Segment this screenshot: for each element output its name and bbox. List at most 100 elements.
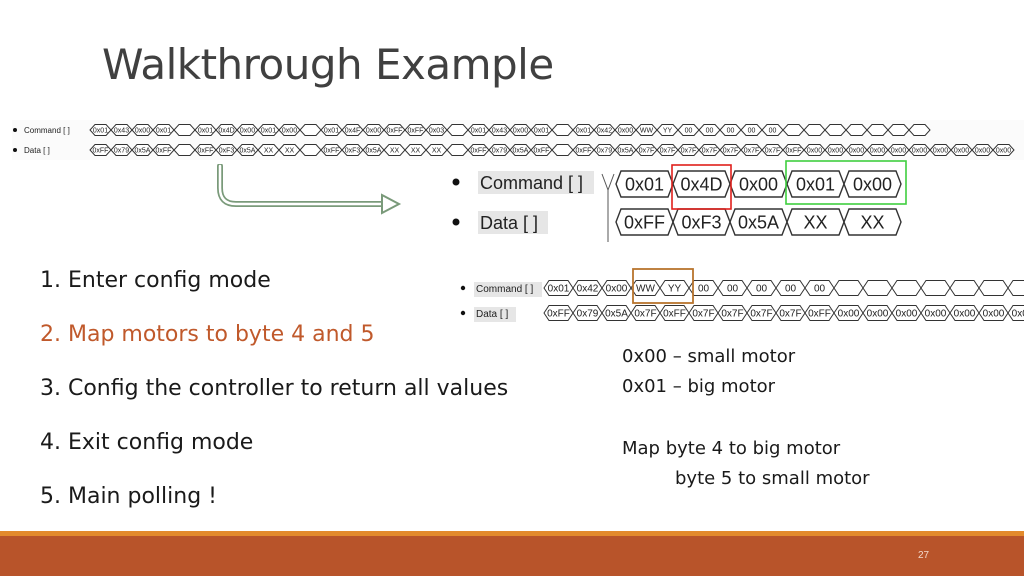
bus-cell-shape: [887, 124, 910, 136]
bus-cell-shape: [1007, 305, 1024, 321]
bus-cell-value: YY: [668, 284, 682, 295]
overview-command-trace-cell: 0x00: [131, 124, 154, 136]
legend-map-byte5: byte 5 to small motor: [675, 468, 870, 489]
legend-small-motor: 0x00 – small motor: [622, 346, 796, 367]
poll-data-trace-cell: 0x79: [572, 305, 603, 321]
bus-cell-value: 0x01: [93, 128, 108, 135]
step-2: 2. Map motors to byte 4 and 5: [40, 322, 375, 347]
pointer-arrow-icon: [217, 164, 402, 215]
bus-cell-value: 0x7F: [639, 148, 655, 155]
bus-cell-value: 00: [748, 128, 756, 135]
bus-cell-value: 0x43: [114, 128, 129, 135]
overview-command-trace-cell: 0x01: [257, 124, 280, 136]
poll-command-trace-cell: [978, 280, 1009, 296]
bus-cell-value: 0x00: [996, 148, 1011, 155]
zoom-command-trace-cell: 0x00: [729, 170, 788, 198]
bus-cell-value: 0x01: [625, 174, 664, 194]
bus-cell-value: 0x01: [576, 128, 591, 135]
bus-cell-shape: [551, 124, 574, 136]
bullet-icon: [460, 310, 466, 316]
bus-cell-value: YY: [663, 128, 673, 135]
poll-command-trace-cell: 00: [717, 280, 748, 296]
bus-cell-value: 0x00: [896, 309, 918, 320]
bus-cell-shape: [992, 144, 1015, 156]
bus-cell-value: 0x00: [618, 128, 633, 135]
bullet-icon: [13, 148, 17, 152]
bus-cell-value: 0x00: [828, 148, 843, 155]
poll-data-trace-cell: 0x00: [978, 305, 1009, 321]
bus-cell-value: 0x4F: [345, 128, 361, 135]
bullet-icon: [460, 285, 466, 291]
bus-cell-value: 0x00: [954, 309, 976, 320]
zoom-data-trace-cell: XX: [786, 208, 845, 236]
bus-cell-value: XX: [432, 148, 442, 155]
bus-cell-value: 0x00: [513, 128, 528, 135]
zoom-data-trace-cell: 0xFF: [615, 208, 674, 236]
bus-cell-value: 0x7F: [660, 148, 676, 155]
bus-cell-value: 0x01: [534, 128, 549, 135]
poll-command-trace-cell: 00: [804, 280, 835, 296]
poll-command-label: Command [ ]: [476, 284, 533, 295]
overview-data-trace-cell: [551, 144, 574, 156]
bus-cell-value: 0x01: [324, 128, 339, 135]
bus-cell-value: 0x42: [597, 128, 612, 135]
overview-data-trace-cell: 0x7F: [635, 144, 658, 156]
bus-cell-value: 0x01: [471, 128, 486, 135]
bus-cell-value: 0x7F: [634, 309, 656, 320]
overview-data-trace-cell: 0xFF: [572, 144, 595, 156]
poll-data-trace-cell: 0x00: [949, 305, 980, 321]
footer-accent-line: [0, 531, 1024, 536]
bus-cell-shape: [908, 124, 931, 136]
bus-cell-value: 0xFF: [624, 212, 665, 232]
bus-cell-value: 0x03: [429, 128, 444, 135]
overview-data-trace-cell: 0x00: [950, 144, 973, 156]
overview-data-trace-cell: 0xFF: [782, 144, 805, 156]
bus-cell-value: 0x5A: [240, 148, 256, 155]
bus-cell-value: 0x00: [912, 148, 927, 155]
overview-data-trace-cell: 0x7F: [719, 144, 742, 156]
overview-data-trace-cell: 0x79: [593, 144, 616, 156]
bus-cell-value: XX: [390, 148, 400, 155]
bus-cell-value: 0xFF: [663, 309, 686, 320]
bullet-icon: [452, 178, 460, 186]
overview-data-trace-cell: 0x7F: [677, 144, 700, 156]
bus-cell-value: 0xFF: [387, 128, 403, 135]
bus-cell-value: 0x00: [282, 128, 297, 135]
overview-command-trace-cell: 00: [677, 124, 700, 136]
overview-data-trace-cell: 0x00: [866, 144, 889, 156]
poll-data-trace-cell: 0x7F: [775, 305, 806, 321]
bus-cell-value: 0x00: [240, 128, 255, 135]
overview-data-trace-cell: 0x00: [971, 144, 994, 156]
legend-map-byte4: Map byte 4 to big motor: [622, 438, 841, 459]
zoom-data-label: Data [ ]: [480, 213, 538, 233]
bullet-icon: [13, 128, 17, 132]
bus-cell-value: 0x4D: [218, 128, 234, 135]
overview-command-trace-cell: 0x01: [530, 124, 553, 136]
overview-data-trace-cell: 0xF3: [215, 144, 238, 156]
overview-command-trace-cell: YY: [656, 124, 679, 136]
overview-command-trace-cell: [299, 124, 322, 136]
bus-cell-shape: [1007, 280, 1024, 296]
overview-data-trace-cell: 0x5A: [509, 144, 532, 156]
overview-command-trace-cell: 0x01: [320, 124, 343, 136]
poll-command-trace-cell: [833, 280, 864, 296]
overview-command-trace-cell: [551, 124, 574, 136]
bus-cell-value: XX: [860, 212, 884, 232]
overview-data-trace-cell: 0x5A: [614, 144, 637, 156]
bus-cell-value: 0x00: [983, 309, 1005, 320]
bus-cell-value: 0x7F: [779, 309, 801, 320]
bus-cell-value: 0x00: [838, 309, 860, 320]
page-number: 27: [918, 550, 930, 561]
bus-cell-shape: [920, 280, 951, 296]
poll-data-trace-cell: 0x7F: [717, 305, 748, 321]
bus-cell-value: WW: [640, 128, 654, 135]
bus-cell-value: 0x00: [867, 309, 889, 320]
poll-data-trace-cell: 0xFF: [543, 305, 574, 321]
bus-cell-value: 0x5A: [738, 212, 779, 232]
poll-data-trace-cell: 0x00: [833, 305, 864, 321]
